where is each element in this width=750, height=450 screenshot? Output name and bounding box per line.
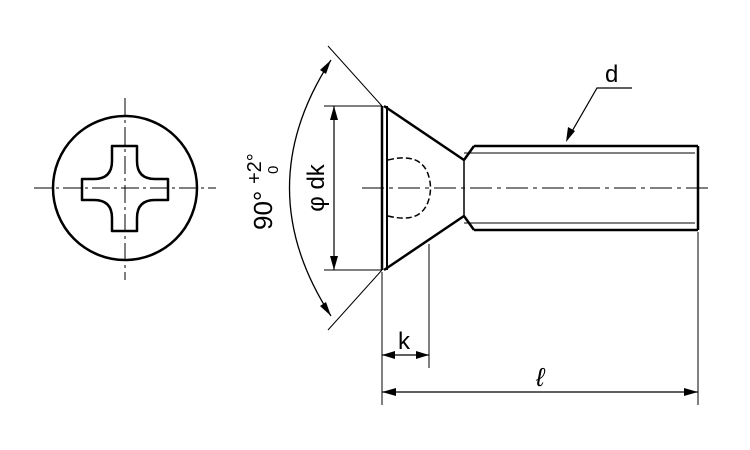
angle-arc <box>288 59 332 317</box>
angle-extension-lower <box>327 269 383 331</box>
angle-tolerance-upper: +2° <box>244 153 266 184</box>
d-leader-line <box>566 87 632 141</box>
head-height-label: k <box>398 328 411 355</box>
thread-diameter-leader <box>566 87 632 142</box>
k-arrow-left <box>382 351 395 359</box>
length-arrow-right <box>684 388 698 396</box>
head-cone-lower-edge <box>383 214 465 272</box>
thread-diameter-label: d <box>605 61 618 88</box>
length-label: ℓ <box>535 362 546 392</box>
angle-tolerance-lower: 0 <box>265 166 282 174</box>
head-height-dimension <box>382 244 430 368</box>
angle-arrow-top <box>320 60 331 74</box>
angle-value: 90° <box>248 191 278 230</box>
head-cone-upper-edge <box>383 104 465 162</box>
dk-arrow-top <box>330 106 338 120</box>
length-arrow-left <box>382 388 396 396</box>
angle-dimension <box>288 45 383 331</box>
d-leader-arrow <box>566 127 575 142</box>
head-diameter-label: φ dk <box>303 163 330 212</box>
dk-arrow-bottom <box>330 256 338 270</box>
angle-extension-upper <box>327 45 383 107</box>
angle-label: 90° +2° 0 <box>244 153 282 230</box>
cross-recess <box>80 144 170 233</box>
k-arrow-right <box>416 351 429 359</box>
side-view <box>362 104 712 272</box>
length-dimension <box>381 232 699 405</box>
end-view <box>34 98 216 280</box>
head-diameter-dimension <box>324 105 382 271</box>
angle-arrow-bottom <box>320 302 331 316</box>
